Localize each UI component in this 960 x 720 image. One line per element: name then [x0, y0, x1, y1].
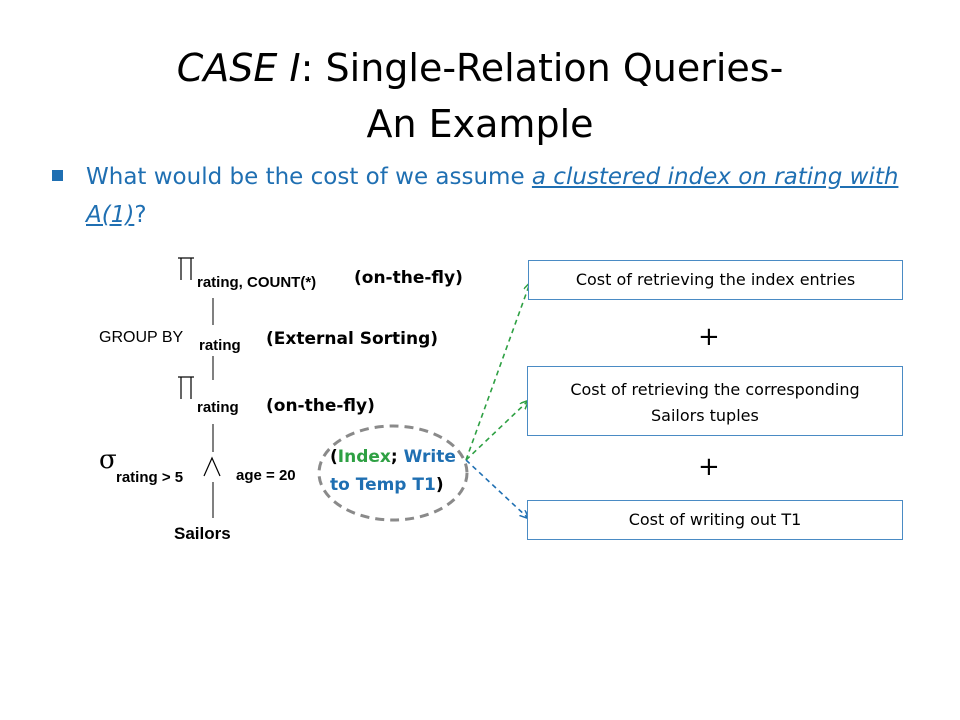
- slide-title: CASE I: Single-Relation Queries- An Exam…: [0, 40, 960, 152]
- arrow-to-write-t1: [465, 459, 528, 518]
- select-subscript-right: age = 20: [236, 467, 296, 484]
- note-open-paren: (: [330, 447, 338, 467]
- note-separator: ;: [390, 447, 404, 467]
- project-top-note: (on-the-fly): [354, 268, 463, 288]
- cost-box-index-entries-text: Cost of retrieving the index entries: [575, 270, 856, 289]
- bullet-suffix: ?: [134, 202, 147, 228]
- projection-pi-icon-top: [178, 257, 194, 280]
- projection-pi-icon-mid: [178, 376, 194, 399]
- groupby-subscript: rating: [199, 337, 241, 354]
- bullet-underlined: a clustered index on rating with A(1): [86, 164, 899, 228]
- select-subscript-left: rating > 5: [116, 469, 184, 486]
- square-bullet-icon: [52, 170, 63, 181]
- bullet-text: What would be the cost of we assume a cl…: [86, 158, 916, 234]
- note-write: Write: [403, 447, 456, 467]
- note-temp-t1: to Temp T1: [330, 475, 436, 495]
- title-line-2: An Example: [366, 102, 594, 146]
- cost-box-sailors-tuples: Cost of retrieving the corresponding Sai…: [527, 366, 903, 436]
- plus-sign-2: +: [698, 452, 720, 482]
- select-note-line-1: (Index; Write: [330, 447, 456, 467]
- title-italic: CASE I: [176, 46, 301, 90]
- project-mid-note: (on-the-fly): [266, 396, 375, 416]
- arrow-to-index-entries: [465, 283, 530, 461]
- cost-box-write-t1-text: Cost of writing out T1: [628, 510, 802, 529]
- title-rest: : Single-Relation Queries-: [300, 46, 784, 90]
- index-write-ellipse: [317, 424, 469, 522]
- project-mid-subscript: rating: [197, 399, 239, 416]
- select-note-line-2: to Temp T1): [330, 475, 444, 495]
- bullet-prefix: What would be the cost of we assume: [86, 164, 532, 190]
- note-index: Index: [337, 447, 391, 467]
- note-close-paren: ): [435, 475, 444, 495]
- plus-sign-1: +: [698, 322, 720, 352]
- project-top-subscript: rating, COUNT(*): [197, 274, 317, 291]
- relation-sailors: Sailors: [174, 524, 231, 543]
- selection-sigma-icon: σ: [99, 445, 117, 475]
- groupby-note: (External Sorting): [266, 329, 439, 349]
- cost-box-index-entries: Cost of retrieving the index entries: [528, 260, 903, 300]
- cost-box-sailors-tuples-line-1: Cost of retrieving the corresponding: [570, 380, 860, 399]
- arrow-to-sailors-tuples: [465, 401, 528, 461]
- svg-text:σ: σ: [99, 445, 117, 475]
- and-wedge-icon: [203, 456, 221, 477]
- title-line-1: CASE I: Single-Relation Queries-: [0, 40, 960, 96]
- cost-box-sailors-tuples-line-2: Sailors tuples: [651, 406, 759, 425]
- groupby-label: GROUP BY: [99, 329, 184, 346]
- cost-box-write-t1: Cost of writing out T1: [527, 500, 903, 540]
